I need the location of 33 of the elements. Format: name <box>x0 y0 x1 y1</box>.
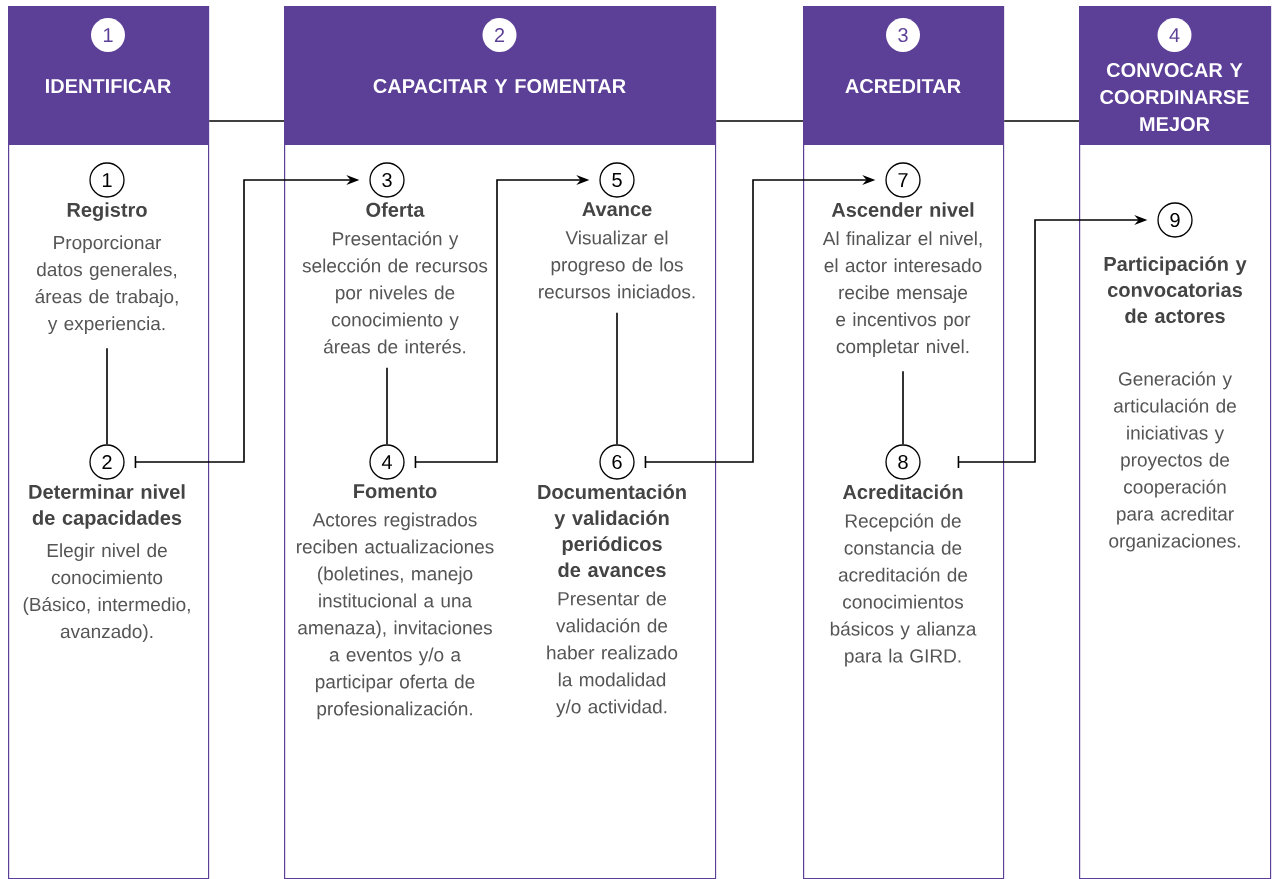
step-description: Presentar de validación de haber realizado la modalidad y/o actividad. <box>547 591 678 718</box>
connector-line <box>386 366 388 446</box>
connector-line <box>902 370 904 446</box>
connector-line <box>106 347 108 446</box>
connector-line <box>1003 120 1080 122</box>
step-description: Actores registrados reciben actualizaciones (boletines, manejo institucional a una amenaza), invitaciones a eventos y/o a participar oferta de profesionalización. <box>297 512 494 720</box>
column-title: CONVOCAR Y COORDINARSE MEJOR <box>1100 62 1249 132</box>
column-title: ACREDITAR <box>845 78 961 94</box>
step-title: Determinar nivel de capacidades <box>29 484 185 529</box>
step-title: Participación y convocatorias de actores <box>1104 256 1247 324</box>
number-badge: 2 <box>482 18 517 52</box>
step-title: Documentación y validación periódicos de avances <box>538 484 686 578</box>
step-description: Elegir nivel de conocimiento (Básico, intermedio, avanzado). <box>23 543 190 642</box>
column-title: CAPACITAR Y FOMENTAR <box>373 78 626 94</box>
number-badge: 4 <box>1157 18 1192 52</box>
step-description: Generación y articulación de iniciativas y proyectos de cooperación para acreditar organizaciones. <box>1109 371 1240 552</box>
step-description: Al finalizar el nivel, el actor interesado recibe mensaje e incentivos por completar nivel. <box>822 231 982 357</box>
step-title: Oferta <box>366 202 425 217</box>
step-description: Proporcionar datos generales, áreas de trabajo, y experiencia. <box>35 235 178 335</box>
connector-line <box>715 120 804 122</box>
connector-line <box>208 120 285 122</box>
step-description: Presentación y selección de recursos por niveles de conocimiento y áreas de interés. <box>302 231 488 354</box>
step-description: Recepción de constancia de acreditación de conocimientos básicos y alianza para la GIRD. <box>830 513 977 667</box>
connector-line <box>616 311 618 446</box>
column-title: IDENTIFICAR <box>46 78 171 94</box>
step-title: Fomento <box>354 484 437 499</box>
step-title: Ascender nivel <box>831 202 974 217</box>
step-description: Visualizar el progreso de los recursos iniciados. <box>539 230 695 299</box>
step-title: Avance <box>582 202 652 217</box>
step-title: Registro <box>67 202 147 221</box>
step-title: Acreditación <box>842 484 963 500</box>
number-badge: 1 <box>91 18 125 52</box>
number-badge: 3 <box>886 18 920 52</box>
